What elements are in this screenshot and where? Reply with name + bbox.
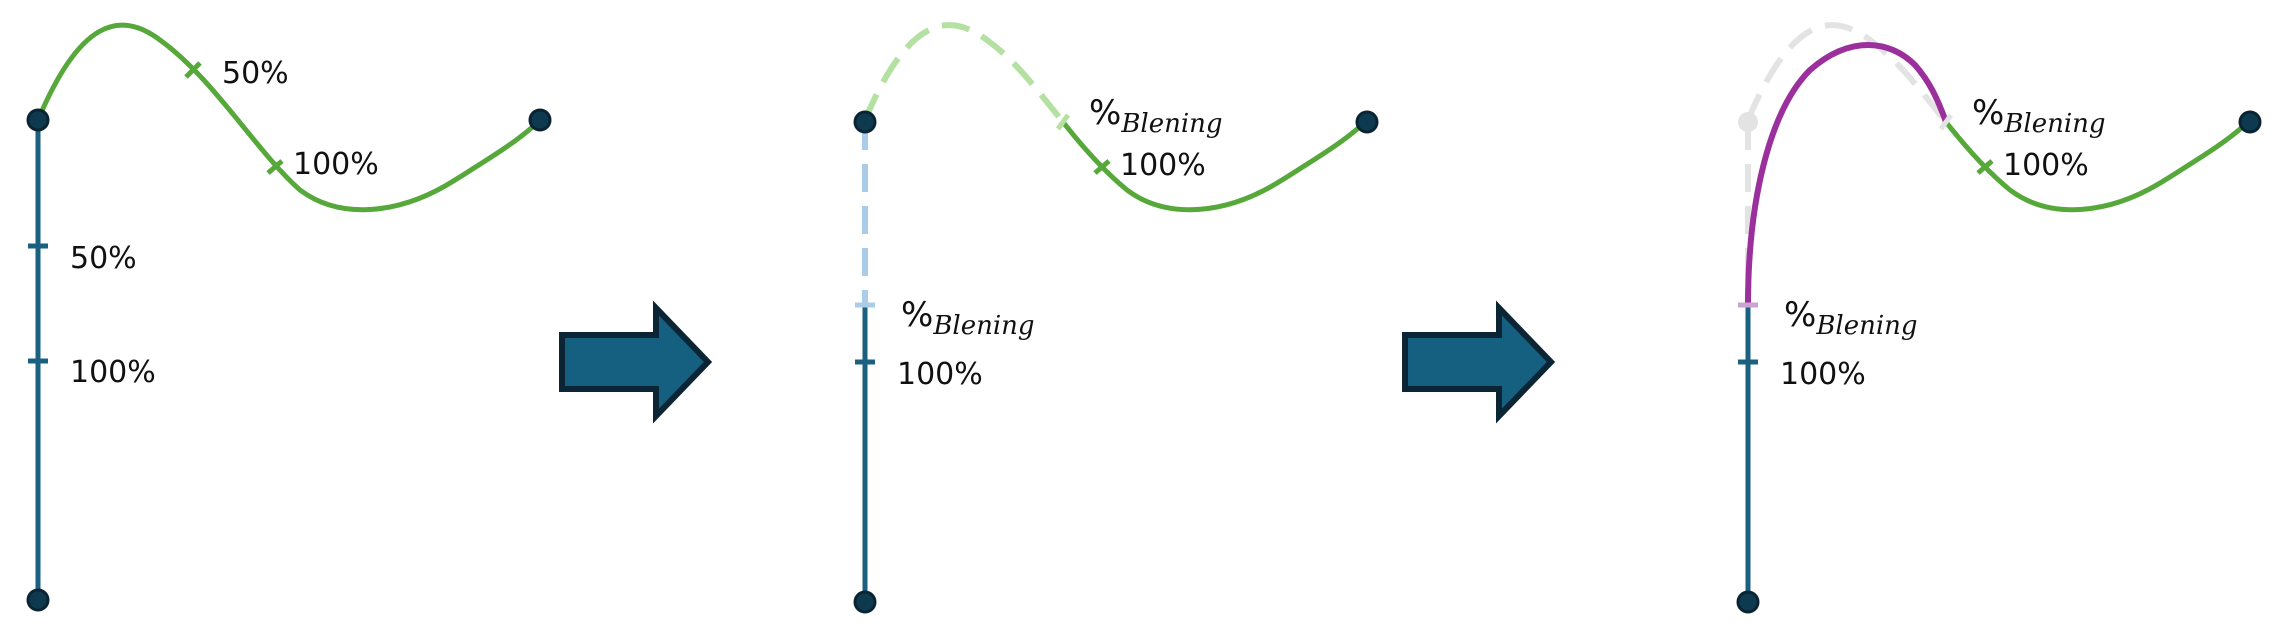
panel-blend-regions: %Blening 100% %Blening 100% — [853, 22, 1379, 614]
blend-subscript: Blening — [1120, 109, 1222, 139]
panel-blended-result: %Blening 100% %Blening 100% — [1736, 22, 2262, 614]
blue-label-blend: %Blening — [901, 295, 1035, 341]
green-tick-50 — [184, 61, 202, 79]
node-blue-end — [853, 590, 877, 614]
right-arrow-icon — [1402, 300, 1556, 424]
node-green-end — [2238, 110, 2262, 134]
green-tick-100 — [1976, 159, 1994, 175]
green-tick-blend — [1055, 113, 1071, 131]
blended-curve — [1745, 42, 1949, 306]
green-label-100: 100% — [1120, 148, 1206, 183]
blend-percent-symbol: % — [1089, 93, 1121, 133]
blend-subscript: Blening — [1815, 311, 1917, 341]
green-tick-100 — [266, 159, 284, 175]
blend-percent-symbol: % — [901, 295, 933, 335]
node-start — [26, 108, 50, 132]
blue-label-100: 100% — [897, 357, 983, 392]
right-arrow-icon — [559, 300, 713, 424]
blend-subscript: Blening — [2003, 109, 2105, 139]
node-blue-end — [26, 588, 50, 612]
node-green-end — [1355, 110, 1379, 134]
node-start — [853, 110, 877, 134]
blend-percent-symbol: % — [1784, 295, 1816, 335]
green-label-100: 100% — [2003, 148, 2089, 183]
green-label-50: 50% — [222, 56, 289, 91]
blend-percent-symbol: % — [1972, 93, 2004, 133]
green-label-blend: %Blening — [1972, 93, 2106, 139]
blue-label-100: 100% — [1780, 357, 1866, 392]
blue-label-50: 50% — [70, 241, 137, 276]
green-curve-faded — [862, 22, 1066, 124]
green-label-100: 100% — [293, 147, 379, 182]
node-green-end — [528, 108, 552, 132]
node-blue-end — [1736, 590, 1760, 614]
green-tick-blend — [1938, 113, 1954, 131]
green-label-blend: %Blening — [1089, 93, 1223, 139]
blue-label-100: 100% — [70, 355, 156, 390]
blue-label-blend: %Blening — [1784, 295, 1918, 341]
blend-subscript: Blening — [932, 311, 1034, 341]
node-start-ghost — [1738, 112, 1758, 132]
panel-original-paths: 50% 100% 50% 100% — [26, 22, 552, 612]
green-curve — [35, 22, 542, 213]
green-tick-100 — [1093, 159, 1111, 175]
green-curve-ghost — [1745, 22, 1949, 124]
